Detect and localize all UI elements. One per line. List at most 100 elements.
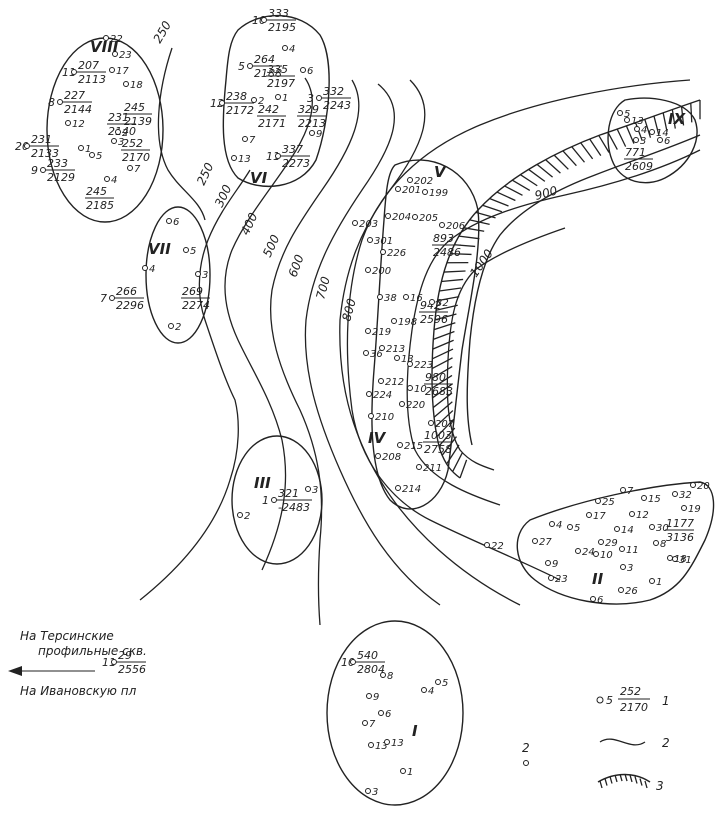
well-number-label: 6 bbox=[664, 136, 670, 147]
well-marker: 13 bbox=[624, 116, 644, 127]
well-symbol bbox=[231, 155, 237, 161]
well-number-label: 4 bbox=[149, 264, 155, 275]
fault-hatch-tick bbox=[634, 122, 643, 141]
fault-hatch-tick bbox=[432, 392, 453, 409]
well-marker: 9 bbox=[366, 692, 379, 703]
well-symbol bbox=[57, 99, 63, 105]
well-number-label: 15 bbox=[648, 494, 661, 505]
direction-arrow-head bbox=[8, 666, 22, 676]
well-symbol bbox=[567, 524, 573, 530]
well-marker: 213 bbox=[379, 344, 405, 355]
well-fraction-numerator: 337 bbox=[282, 143, 303, 156]
well-marker: 1 bbox=[649, 577, 662, 588]
legend-fault-hatching bbox=[599, 773, 648, 789]
contour-label-group: 250 250 300 400 500 600 700 800 900 1000 bbox=[150, 18, 559, 322]
contour-600 bbox=[304, 83, 441, 606]
well-symbol bbox=[649, 524, 655, 530]
well-marker: 4 bbox=[282, 44, 295, 55]
well-fraction-denominator: 2296 bbox=[116, 299, 144, 312]
fault-hatch-tick bbox=[496, 191, 516, 202]
direction-arrow-block: На Терсинские профильные скв. На Ивановс… bbox=[8, 629, 147, 698]
fault-hatch-tick bbox=[432, 339, 454, 350]
well-symbol bbox=[309, 130, 315, 136]
well-number-label: 198 bbox=[398, 317, 417, 328]
area-label-vi: VI bbox=[250, 169, 268, 187]
well-marker: 6 bbox=[378, 709, 391, 720]
well-fraction-denominator: -2483 bbox=[278, 501, 310, 514]
well-fraction-numerator: 266 bbox=[116, 285, 137, 298]
well-symbol bbox=[380, 672, 386, 678]
well-marker: 5 bbox=[435, 678, 448, 689]
fault-hatch-tick bbox=[452, 452, 463, 472]
well-fraction-denominator: 2758 bbox=[424, 443, 452, 456]
well-fraction-numerator: 264 bbox=[254, 53, 275, 66]
well-symbol bbox=[300, 67, 306, 73]
well-symbol bbox=[395, 485, 401, 491]
well-symbol bbox=[316, 95, 322, 101]
well-number-label: 6 bbox=[385, 709, 391, 720]
well-symbol bbox=[545, 560, 551, 566]
well-marker: 219 bbox=[365, 327, 391, 338]
well-symbol bbox=[368, 413, 374, 419]
well-number-label: 3 bbox=[118, 137, 124, 148]
well-number-label: 199 bbox=[429, 188, 448, 199]
well-number-label: 23 bbox=[119, 50, 132, 61]
well-marker: 9 bbox=[545, 559, 558, 570]
well-marker: 20 bbox=[690, 481, 710, 492]
well-symbol bbox=[378, 710, 384, 716]
well-symbol bbox=[619, 546, 625, 552]
well-number-label: 6 bbox=[597, 595, 603, 606]
well-symbol bbox=[641, 495, 647, 501]
well-marker: 3 bbox=[111, 137, 124, 148]
legend-hatch-tick bbox=[639, 778, 643, 786]
well-symbol bbox=[384, 739, 390, 745]
well-number-label: 23 bbox=[555, 574, 568, 585]
well-fraction-numerator: 321 bbox=[278, 487, 299, 500]
well-number-label: 27 bbox=[539, 537, 552, 548]
fault-hatch-tick bbox=[589, 138, 602, 157]
legend-hatch-tick bbox=[599, 780, 603, 789]
well-number-label: 13 bbox=[238, 154, 251, 165]
well-symbol bbox=[282, 45, 288, 51]
well-symbol bbox=[362, 720, 368, 726]
well-symbol bbox=[251, 97, 257, 103]
well-marker: 198 bbox=[391, 317, 417, 328]
well-fraction-denominator: 2171 bbox=[258, 117, 286, 130]
well-number-label: 4 bbox=[111, 175, 117, 186]
contour-500 bbox=[269, 79, 360, 626]
well-marker: 31 bbox=[672, 555, 692, 566]
well-marker: 4 bbox=[421, 686, 434, 697]
fault-hatch-tick bbox=[434, 410, 454, 428]
well-symbol bbox=[123, 81, 129, 87]
well-number-label: 31 bbox=[679, 555, 692, 566]
well-symbol bbox=[407, 177, 413, 183]
well-fraction-well-number: 11 bbox=[102, 656, 116, 669]
well-symbol bbox=[352, 220, 358, 226]
fault-hatch-tick bbox=[469, 219, 490, 226]
well-number-label: 13 bbox=[375, 741, 388, 752]
well-fraction-denominator: 2596 bbox=[420, 313, 448, 326]
well-symbol bbox=[109, 295, 115, 301]
well-marker: 226 bbox=[380, 248, 406, 259]
well-fraction-well-number: 11 bbox=[62, 66, 76, 79]
well-marker: 215 bbox=[397, 441, 423, 452]
well-fraction-well-number: 3 bbox=[307, 92, 314, 105]
well-number-label: 8 bbox=[387, 671, 393, 682]
area-label-vii: VII bbox=[148, 240, 171, 258]
well-number-labels: 4612971322231718231215476543251314463202… bbox=[65, 34, 710, 798]
well-fraction-denominator: 2197 bbox=[267, 77, 295, 90]
well-fraction-well-number: 1 bbox=[262, 494, 269, 507]
contour-label-250b: 250 bbox=[194, 160, 217, 187]
well-fraction-denominator: 2195 bbox=[268, 21, 296, 34]
well-number-label: 301 bbox=[374, 236, 393, 247]
well-number-label: 226 bbox=[387, 248, 406, 259]
well-symbol bbox=[89, 152, 95, 158]
well-fraction-numerator: 540 bbox=[357, 649, 378, 662]
well-symbol bbox=[593, 551, 599, 557]
well-marker: 12 bbox=[629, 510, 649, 521]
area-label-ix: IX bbox=[668, 110, 687, 128]
